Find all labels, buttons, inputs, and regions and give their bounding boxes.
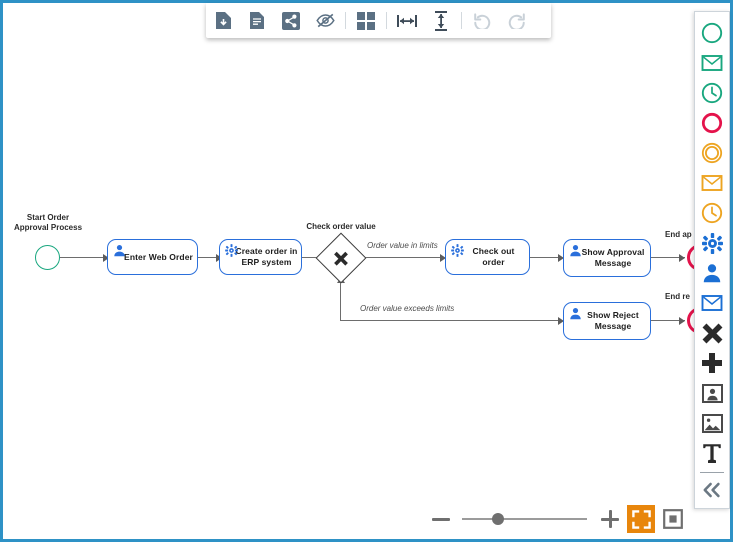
gateway-label: Check order value bbox=[306, 222, 376, 231]
intermediate-timer-event-icon[interactable] bbox=[695, 198, 729, 228]
collapse-palette-icon[interactable] bbox=[695, 475, 729, 505]
flow-arrow bbox=[679, 253, 685, 262]
distribute-horizontal-icon[interactable] bbox=[390, 3, 424, 38]
palette-divider bbox=[700, 472, 724, 473]
flow-arrow bbox=[558, 316, 564, 325]
sequence-flow bbox=[651, 257, 685, 259]
top-toolbar bbox=[206, 3, 551, 38]
fit-to-screen-button[interactable] bbox=[627, 505, 655, 533]
toolbar-separator bbox=[345, 12, 346, 29]
start-event-message-icon[interactable] bbox=[695, 48, 729, 78]
flow-arrow bbox=[558, 253, 564, 262]
service-task-icon bbox=[451, 244, 464, 257]
sequence-flow bbox=[358, 257, 444, 259]
actual-size-button[interactable] bbox=[662, 508, 684, 530]
flow-label-in-limits: Order value in limits bbox=[367, 241, 438, 250]
task-label: Create order in ERP system bbox=[235, 246, 298, 267]
redo-icon[interactable] bbox=[499, 3, 533, 38]
send-task-icon[interactable] bbox=[695, 288, 729, 318]
task-check-out-order[interactable]: Check out order bbox=[445, 239, 530, 275]
zoom-slider-handle[interactable] bbox=[492, 513, 504, 525]
diagram-canvas[interactable]: Start Order Approval Process Check order… bbox=[3, 3, 730, 539]
task-label: Check out order bbox=[472, 246, 515, 267]
share-icon[interactable] bbox=[274, 3, 308, 38]
task-enter-web-order[interactable]: Enter Web Order bbox=[107, 239, 198, 275]
sequence-flow bbox=[340, 320, 562, 322]
task-show-reject-message[interactable]: Show Reject Message bbox=[563, 302, 651, 340]
element-palette bbox=[694, 11, 730, 509]
user-task-icon[interactable] bbox=[695, 258, 729, 288]
save-download-icon[interactable] bbox=[206, 3, 240, 38]
task-show-approval-message[interactable]: Show Approval Message bbox=[563, 239, 651, 277]
zoom-slider[interactable] bbox=[462, 513, 587, 525]
start-event-none-icon[interactable] bbox=[695, 18, 729, 48]
document-icon[interactable] bbox=[240, 3, 274, 38]
user-task-icon bbox=[570, 307, 581, 320]
service-task-icon[interactable] bbox=[695, 228, 729, 258]
sequence-flow bbox=[198, 257, 220, 259]
flow-label-exceeds-limits: Order value exceeds limits bbox=[360, 304, 455, 313]
zoom-out-button[interactable] bbox=[432, 517, 450, 521]
task-label: Show Reject Message bbox=[587, 310, 639, 331]
eye-off-icon[interactable] bbox=[308, 3, 342, 38]
start-event-timer-icon[interactable] bbox=[695, 78, 729, 108]
user-task-icon bbox=[114, 244, 125, 257]
service-task-icon bbox=[225, 244, 238, 257]
task-label: Show Approval Message bbox=[581, 247, 645, 268]
pool-icon[interactable] bbox=[695, 378, 729, 408]
sequence-flow bbox=[340, 279, 342, 321]
gateway-shape bbox=[315, 232, 367, 284]
exclusive-gateway-x-icon bbox=[334, 251, 348, 265]
end-event-reject-label: End re bbox=[665, 292, 690, 301]
flow-arrow bbox=[440, 253, 446, 262]
start-event[interactable] bbox=[35, 245, 60, 270]
exclusive-gateway-icon[interactable] bbox=[695, 318, 729, 348]
end-event-approval-label: End ap bbox=[665, 230, 692, 239]
start-event-label: Start Order Approval Process bbox=[13, 213, 83, 232]
task-create-order-erp[interactable]: Create order in ERP system bbox=[219, 239, 302, 275]
exclusive-gateway[interactable] bbox=[315, 232, 367, 284]
intermediate-message-event-icon[interactable] bbox=[695, 168, 729, 198]
parallel-gateway-icon[interactable] bbox=[695, 348, 729, 378]
toolbar-separator bbox=[461, 12, 462, 29]
sequence-flow bbox=[302, 257, 326, 259]
end-event-none-icon[interactable] bbox=[695, 108, 729, 138]
distribute-vertical-icon[interactable] bbox=[424, 3, 458, 38]
flow-arrow bbox=[103, 253, 109, 262]
sequence-flow bbox=[60, 257, 105, 259]
zoom-controls bbox=[3, 499, 730, 539]
undo-icon[interactable] bbox=[465, 3, 499, 38]
sequence-flow bbox=[530, 257, 562, 259]
grid-layout-icon[interactable] bbox=[349, 3, 383, 38]
user-task-icon bbox=[570, 244, 581, 257]
flow-arrow bbox=[679, 316, 685, 325]
intermediate-event-icon[interactable] bbox=[695, 138, 729, 168]
text-annotation-icon[interactable] bbox=[695, 438, 729, 468]
toolbar-separator bbox=[386, 12, 387, 29]
sequence-flow bbox=[651, 320, 685, 322]
zoom-in-button[interactable] bbox=[601, 510, 619, 528]
task-label: Enter Web Order bbox=[124, 251, 193, 262]
image-icon[interactable] bbox=[695, 408, 729, 438]
